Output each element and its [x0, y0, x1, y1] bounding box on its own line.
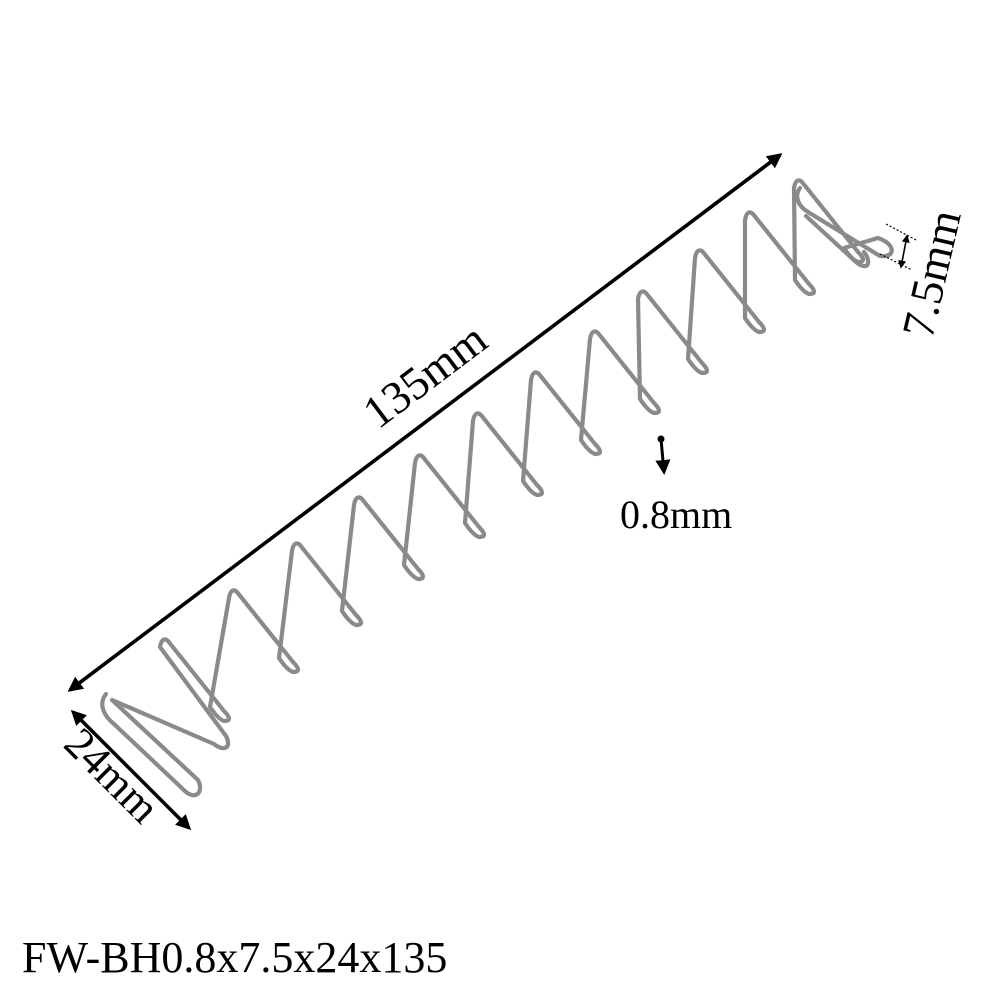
height-dimension-label: 7.5mm: [892, 205, 971, 342]
spring-wire: [100, 178, 894, 798]
length-dimension-arrow: [67, 153, 783, 692]
height-dimension-arrow: [898, 234, 910, 269]
wire-diameter-arrow: [655, 438, 671, 475]
product-code-caption: FW-BH0.8x7.5x24x135: [22, 933, 448, 982]
spring-wire-path: [100, 178, 894, 798]
height-extension-line-top: [885, 223, 917, 241]
wire-diameter-label: 0.8mm: [620, 492, 732, 537]
width-dimension-arrow: [70, 709, 192, 831]
